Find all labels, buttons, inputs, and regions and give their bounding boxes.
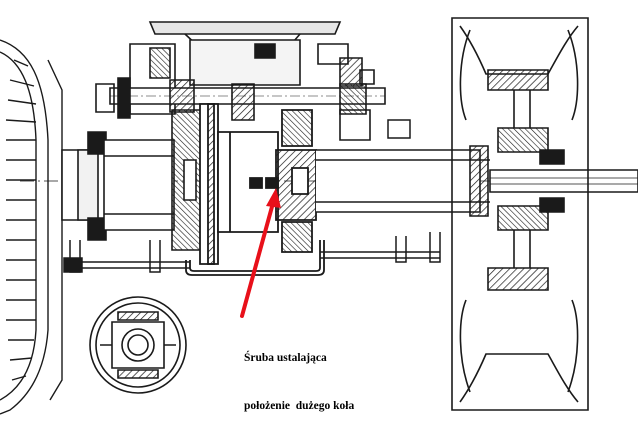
brake-drum-detail bbox=[90, 297, 186, 393]
axle-tube bbox=[316, 146, 638, 216]
upper-shaft bbox=[96, 78, 385, 120]
lower-frame bbox=[64, 120, 440, 272]
annotation-line-2: położenie dużego koła bbox=[244, 400, 355, 412]
annotation-arrow bbox=[242, 188, 281, 316]
top-housing bbox=[130, 22, 374, 140]
right-wheel bbox=[452, 18, 588, 410]
technical-drawing bbox=[0, 0, 638, 418]
left-tire bbox=[0, 40, 62, 414]
annotation-line-1: Śruba ustalająca bbox=[244, 352, 327, 364]
central-gearbox bbox=[186, 104, 324, 275]
annotation-label: Śruba ustalająca położenie dużego koła bbox=[244, 318, 354, 430]
left-flange bbox=[62, 110, 202, 250]
